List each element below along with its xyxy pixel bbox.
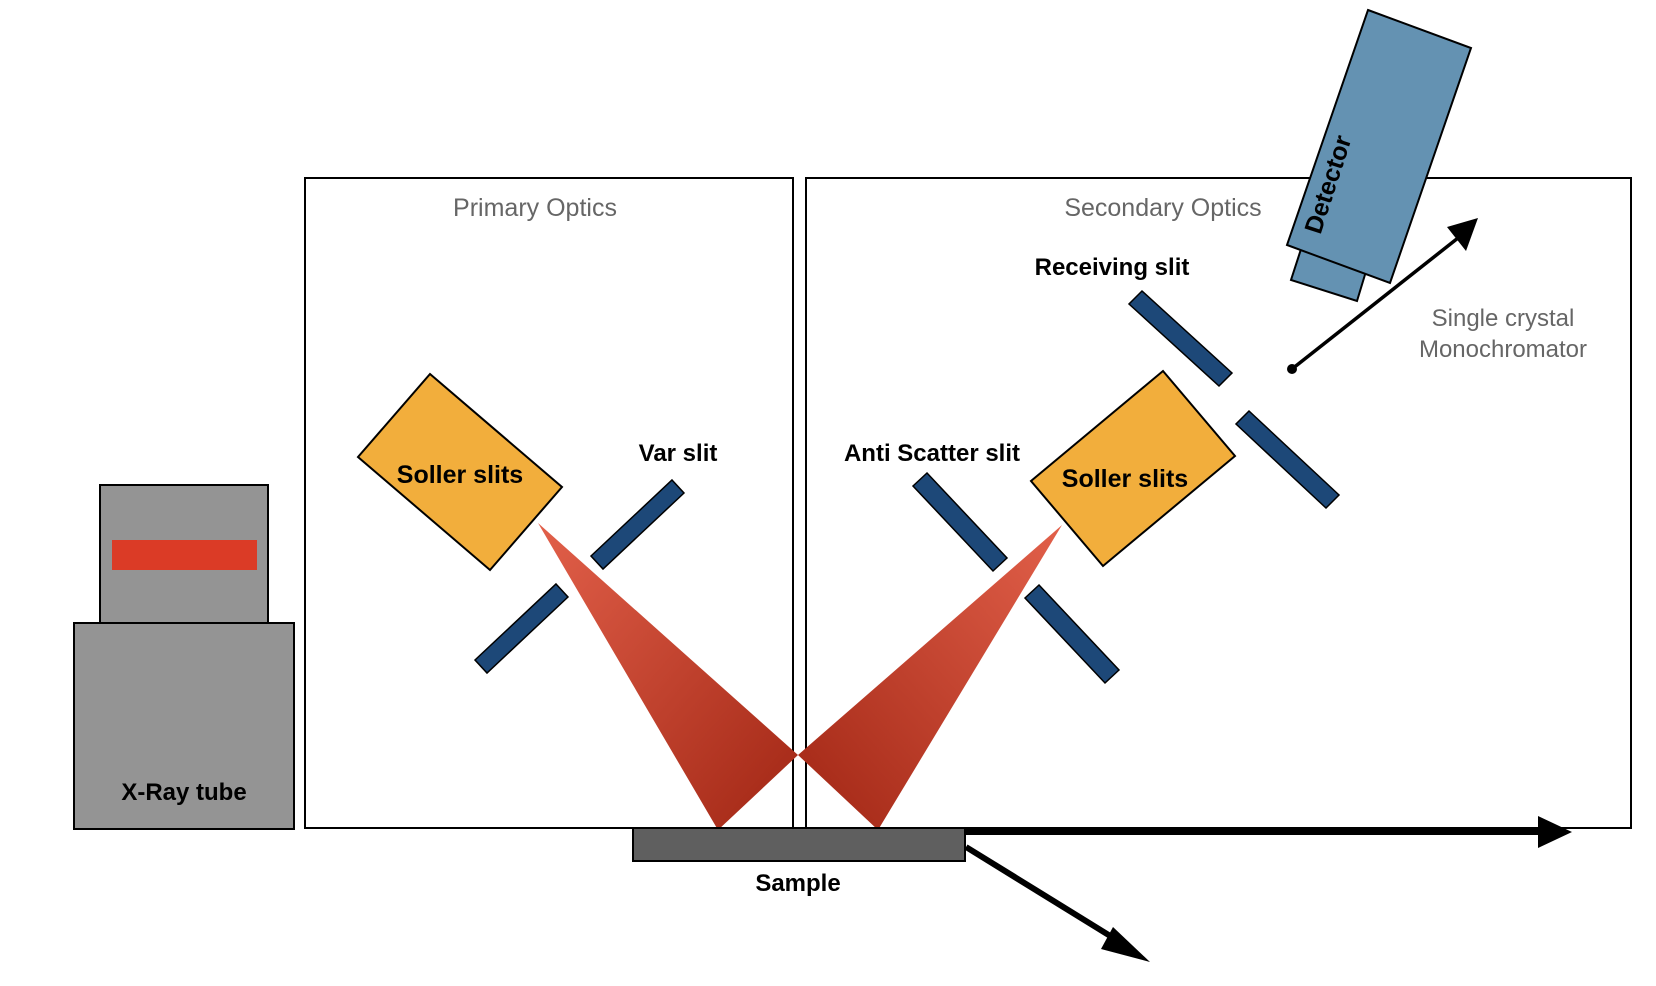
soller-slits-secondary-label: Soller slits	[1062, 465, 1188, 493]
receiving-slit-label: Receiving slit	[1035, 254, 1190, 281]
soller-slits-primary	[356, 372, 564, 572]
sample-label: Sample	[755, 870, 840, 897]
incident-beam	[538, 523, 798, 830]
xray-tube-base	[73, 622, 295, 830]
monochromator-arrow-origin	[1287, 364, 1297, 374]
secondary-optics-title: Secondary Optics	[1064, 194, 1261, 222]
anti-scatter-slit-blade-upper	[911, 471, 1009, 573]
diffracted-beam	[798, 525, 1062, 830]
monochromator-arrow-shaft	[1290, 236, 1460, 371]
anti-scatter-slit-blade-lower	[1023, 583, 1121, 685]
sample-axis-diagonal	[964, 844, 1122, 945]
sample-plate	[632, 827, 966, 862]
soller-slits-primary-label: Soller slits	[397, 461, 523, 489]
var-slit-blade-lower	[473, 582, 570, 675]
var-slit-label: Var slit	[639, 440, 718, 467]
receiving-slit-blade-upper	[1127, 289, 1234, 388]
monochromator-label-line2: Monochromator	[1419, 336, 1587, 363]
receiving-slit-blade-lower	[1234, 409, 1341, 510]
xray-tube-window	[112, 540, 257, 570]
primary-optics-title: Primary Optics	[453, 194, 617, 222]
detector-body	[1285, 8, 1473, 285]
monochromator-arrow-head	[1447, 218, 1478, 251]
var-slit-blade-upper	[589, 478, 686, 571]
sample-axis-diagonal-arrowhead	[1101, 927, 1150, 962]
sample-axis-horizontal-arrowhead	[1538, 816, 1572, 848]
anti-scatter-slit-label: Anti Scatter slit	[844, 440, 1020, 467]
soller-slits-secondary	[1029, 369, 1237, 568]
monochromator-label-line1: Single crystal	[1432, 305, 1575, 332]
xray-tube-label: X-Ray tube	[121, 779, 246, 806]
